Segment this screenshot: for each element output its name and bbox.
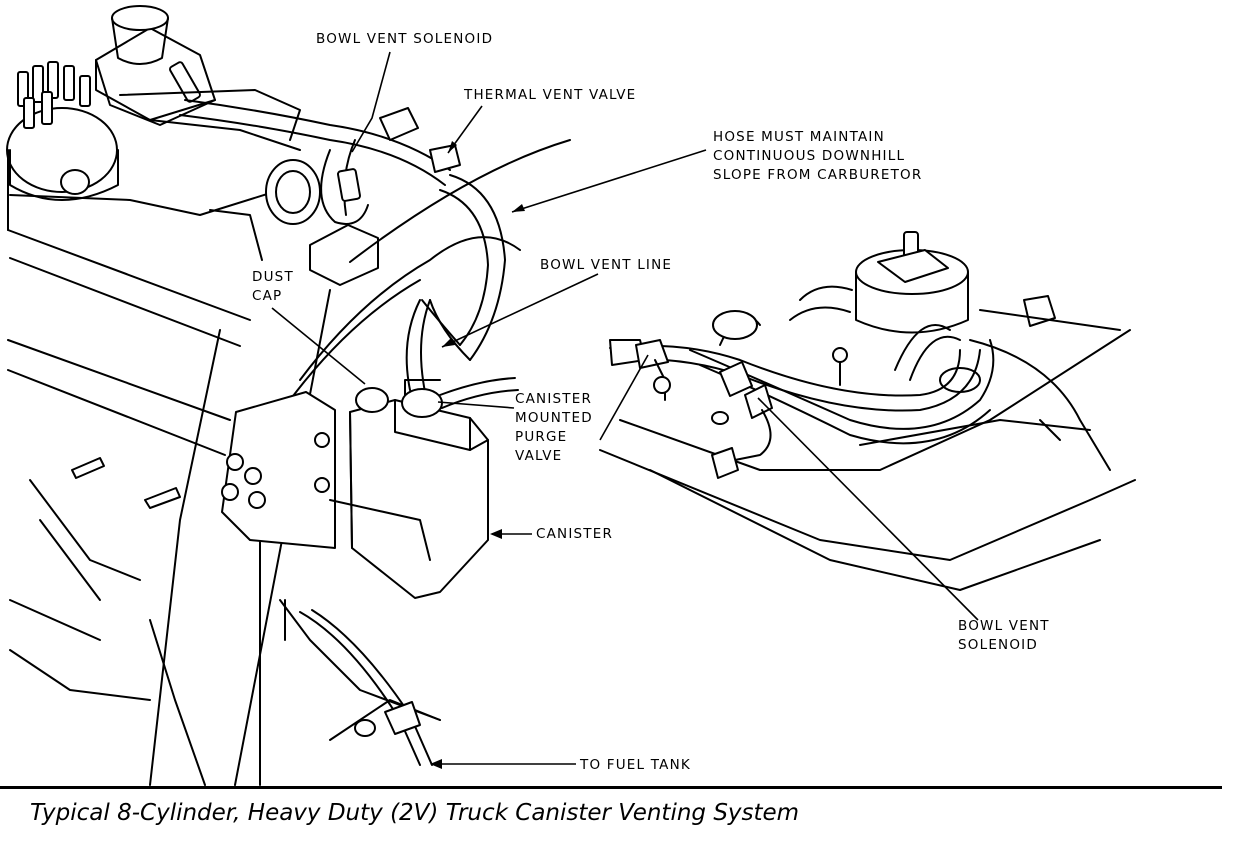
leader-hose-note	[511, 149, 707, 213]
leader-bowl-vent-solenoid-right	[757, 397, 979, 621]
caption-divider	[0, 786, 1222, 789]
bolts-left	[71, 457, 181, 509]
intake-manifold-right	[599, 309, 1136, 591]
right-engine-drawing	[599, 231, 1136, 591]
leader-dust-cap	[271, 307, 366, 385]
leader-purge-valve	[437, 401, 515, 409]
vent-hoses	[289, 174, 521, 409]
label-hose-note: HOSE MUST MAINTAIN CONTINUOUS DOWNHILL S…	[713, 129, 923, 183]
leader-bowl-vent-solenoid-top	[351, 51, 391, 153]
label-to-fuel-tank: TO FUEL TANK	[580, 757, 691, 773]
leader-bowl-vent-line	[441, 273, 599, 348]
label-thermal-vent-valve: THERMAL VENT VALVE	[464, 87, 637, 103]
leader-solenoid-right-2	[599, 354, 649, 441]
label-purge-valve: CANISTER MOUNTED PURGE VALVE	[515, 391, 593, 464]
mounting-bracket	[221, 391, 336, 549]
left-engine-drawing	[6, 5, 571, 786]
label-bowl-vent-solenoid-top: BOWL VENT SOLENOID	[316, 31, 494, 47]
carburetor-right	[789, 231, 1056, 334]
fuel-line	[284, 599, 433, 766]
engine-block-left	[7, 149, 379, 786]
label-bowl-vent-line: BOWL VENT LINE	[540, 257, 673, 273]
label-bowl-vent-solenoid-right: BOWL VENT SOLENOID	[958, 618, 1050, 653]
canister-body	[329, 379, 489, 599]
figure-caption: Typical 8-Cylinder, Heavy Duty (2V) Truc…	[30, 800, 800, 826]
label-dust-cap: DUST CAP	[252, 269, 294, 304]
solenoid-right	[609, 339, 848, 479]
label-canister: CANISTER	[536, 526, 614, 542]
wire-harness-left	[179, 99, 461, 225]
leader-lines	[271, 51, 979, 769]
distributor-cap	[6, 61, 119, 201]
